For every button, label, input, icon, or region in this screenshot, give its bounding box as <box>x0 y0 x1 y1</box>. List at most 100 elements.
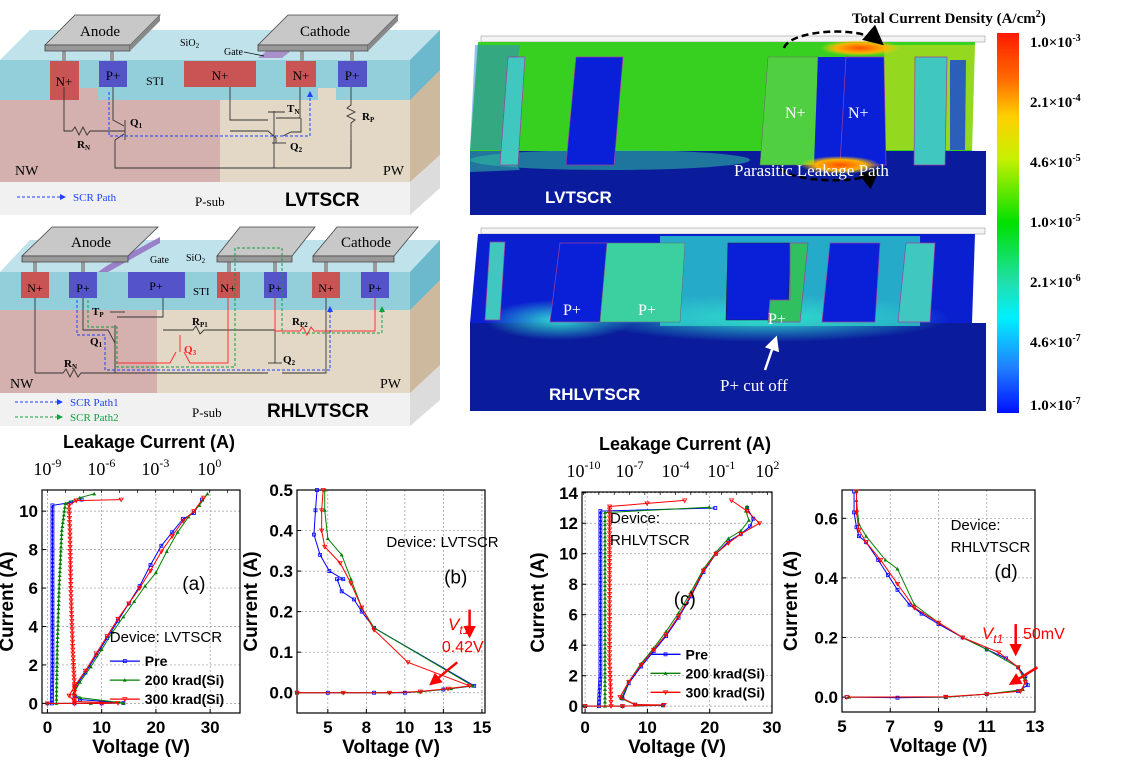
series-200-krad-si- <box>45 491 210 705</box>
data-point <box>598 569 603 574</box>
iv-curve <box>47 497 205 704</box>
data-point <box>738 528 743 533</box>
data-point <box>728 498 735 504</box>
data-point <box>598 553 603 558</box>
x-axis-label: Voltage (V) <box>92 737 190 758</box>
leakage-curve <box>609 499 685 707</box>
data-point <box>327 569 332 573</box>
legend-label: 200 krad(Si) <box>686 665 765 681</box>
anode-label: Anode <box>80 24 120 40</box>
data-point <box>602 518 607 523</box>
x-tick-label: 20 <box>146 718 165 737</box>
data-point <box>598 657 603 661</box>
p-cut-off-arrow <box>763 335 780 371</box>
data-point <box>602 538 607 543</box>
data-point <box>597 689 602 693</box>
data-point <box>602 534 607 539</box>
gate-label: Gate <box>150 255 169 266</box>
data-point <box>470 683 475 688</box>
data-point <box>598 557 603 562</box>
p-plus-label: P+ <box>638 302 656 319</box>
data-point <box>602 571 607 575</box>
data-point <box>50 651 55 656</box>
y-tick-label: 2 <box>29 656 38 675</box>
y-tick-label: 8 <box>29 541 38 560</box>
data-point <box>598 549 603 553</box>
data-point <box>688 592 694 598</box>
colorbar-title: Total Current Density (A/cm2) <box>852 9 1046 27</box>
panel-label: (a) <box>182 574 205 595</box>
data-point <box>55 656 60 660</box>
q2-label: Q2 <box>283 354 296 367</box>
data-point <box>54 693 59 697</box>
data-point <box>55 639 60 644</box>
data-point <box>50 624 55 629</box>
data-point <box>69 614 75 620</box>
x-tick-label: 15 <box>472 718 491 737</box>
data-point <box>66 507 72 513</box>
data-point <box>598 677 603 682</box>
data-point <box>632 702 638 708</box>
leakage-path-arrow-bottom <box>778 167 880 190</box>
data-point <box>69 619 75 624</box>
data-point <box>602 637 607 642</box>
data-point <box>959 635 966 641</box>
rp2-label: RP2 <box>292 316 308 329</box>
data-point <box>598 573 603 578</box>
data-point <box>445 686 451 692</box>
series-pre <box>295 488 477 695</box>
data-point <box>597 685 602 689</box>
data-point <box>50 686 55 690</box>
data-point <box>856 534 861 539</box>
data-point <box>598 586 603 591</box>
colorbar-tick-label: 1.0×10-3 <box>1030 33 1081 51</box>
panel-label: (d) <box>994 562 1017 583</box>
data-point <box>60 520 65 525</box>
series-300-krad-si- <box>582 498 763 709</box>
data-point <box>598 528 603 533</box>
data-point <box>644 501 650 507</box>
y-tick-label: 0 <box>29 694 38 713</box>
data-point <box>912 602 917 607</box>
data-point <box>50 682 55 687</box>
data-point <box>164 549 169 554</box>
region-label: N+ <box>220 281 236 295</box>
data-point <box>713 551 719 557</box>
data-point <box>58 561 63 565</box>
data-point <box>197 503 202 507</box>
plot-frame <box>581 491 773 714</box>
x-tick-label: 5 <box>323 718 332 737</box>
region-label: P+ <box>149 279 163 293</box>
rp-label: RP <box>362 111 375 124</box>
colorbar-tick-label: 4.6×10-7 <box>1030 333 1081 351</box>
vt1-shift-label: 0.42V <box>442 639 484 656</box>
y-tick-label: 0.4 <box>814 569 838 588</box>
data-point <box>608 691 614 697</box>
data-point <box>77 495 82 500</box>
data-point <box>598 623 603 628</box>
data-point <box>856 528 862 534</box>
data-point <box>62 505 67 509</box>
data-point <box>598 578 603 582</box>
plot-frame <box>841 489 1036 713</box>
top-tick-label: 10-6 <box>87 456 115 479</box>
legend-scr-path2: SCR Path2 <box>70 412 119 424</box>
data-point <box>598 594 603 599</box>
pw-region <box>220 100 410 182</box>
region-label: P+ <box>368 281 382 295</box>
data-point <box>73 498 79 504</box>
y-tick-label: 6 <box>569 606 578 625</box>
data-point <box>63 501 68 505</box>
data-point <box>607 670 613 676</box>
data-point <box>122 697 128 702</box>
data-point <box>50 674 55 679</box>
data-point <box>54 697 59 701</box>
data-point <box>598 540 603 545</box>
data-point <box>180 518 186 524</box>
y-tick-label: 0.6 <box>814 509 838 528</box>
device-label: RHLVTSCR <box>610 532 690 549</box>
data-point <box>99 647 104 652</box>
data-point <box>56 610 61 615</box>
